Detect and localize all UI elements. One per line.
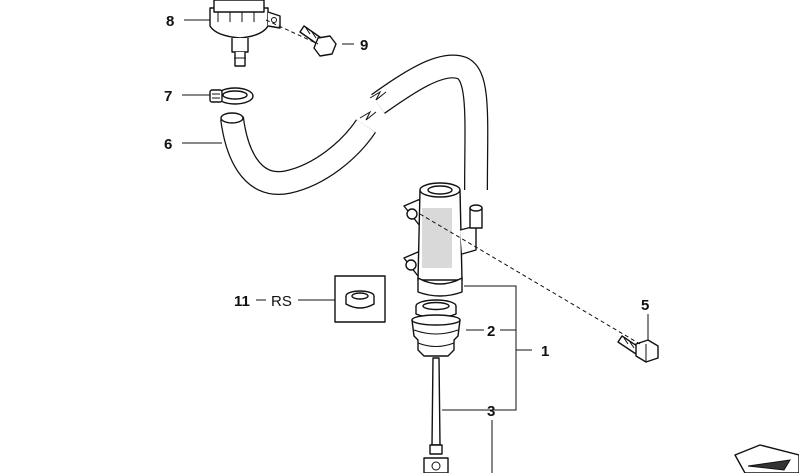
callout-9: 9 (360, 37, 368, 54)
hose-icon (220, 54, 489, 195)
push-rod-icon (423, 357, 449, 473)
leader-lines (182, 19, 649, 473)
callout-7: 7 (164, 88, 172, 105)
repair-kit-icon (334, 275, 386, 323)
callout-11: 11 (234, 293, 250, 310)
callout-1: 1 (541, 343, 549, 360)
callout-8: 8 (166, 13, 174, 30)
hose-clamp-icon (209, 87, 254, 105)
rubber-boot-icon (411, 314, 461, 357)
callout-2: 2 (487, 323, 495, 340)
bolt-icon (617, 335, 659, 363)
bolt-icon (299, 25, 337, 57)
fluid-reservoir-icon (209, 0, 281, 67)
callout-rs: RS (271, 293, 292, 310)
callout-5: 5 (641, 297, 649, 314)
master-cylinder-icon (403, 182, 483, 297)
catalog-tag-icon (734, 444, 799, 473)
callout-3: 3 (487, 403, 495, 420)
callout-6: 6 (164, 136, 172, 153)
